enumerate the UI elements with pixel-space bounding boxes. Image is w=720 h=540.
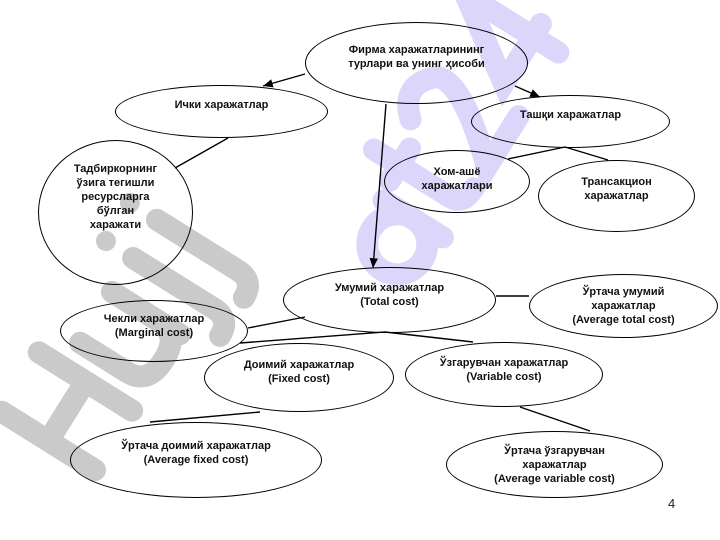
node-fixed: Доимий харажатлар (Fixed cost): [204, 343, 394, 412]
node-avg-variable-label: Ўртача ўзгарувчан харажатлар (Average va…: [494, 444, 615, 485]
node-marginal: Чекли харажатлар (Marginal cost): [60, 300, 248, 362]
node-variable: Ўзгарувчан харажатлар (Variable cost): [405, 342, 603, 407]
node-entrepreneur-label: Тадбиркорнинг ўзига тегишли ресурсларга …: [73, 162, 158, 231]
node-avg-total-label: Ўртача умумий харажатлар (Average total …: [572, 286, 675, 326]
node-entrepreneur: Тадбиркорнинг ўзига тегишли ресурсларга …: [38, 140, 193, 285]
node-internal-label: Ички харажатлар: [174, 98, 269, 111]
node-avg-fixed-label: Ўртача доимий харажатлар (Average fixed …: [121, 440, 271, 466]
node-external: Ташқи харажатлар: [471, 95, 670, 148]
line-total-variable: [384, 331, 474, 343]
line-total-fixed: [239, 331, 386, 344]
node-root: Фирма харажатларининг турлари ва унинг ҳ…: [305, 22, 528, 104]
node-raw-label: Хом-ашё харажатлари: [421, 165, 493, 192]
arrow-root-to-total: [369, 103, 387, 269]
node-avg-total: Ўртача умумий харажатлар (Average total …: [529, 274, 718, 338]
line-external-raw: [507, 146, 566, 160]
page-number: 4: [668, 496, 676, 511]
node-raw: Хом-ашё харажатлари: [384, 150, 530, 213]
node-transaction: Трансакцион харажатлар: [538, 160, 695, 232]
node-marginal-label: Чекли харажатлар (Marginal cost): [103, 313, 205, 339]
line-fixed-avgfixed: [149, 411, 261, 423]
node-variable-label: Ўзгарувчан харажатлар (Variable cost): [439, 356, 569, 383]
line-total-marginal: [247, 316, 306, 329]
line-variable-avgvariable: [519, 406, 591, 432]
node-total: Умумий харажатлар (Total cost): [283, 267, 496, 333]
node-root-label: Фирма харажатларининг турлари ва унинг ҳ…: [348, 44, 485, 70]
line-external-transaction: [564, 146, 609, 161]
node-transaction-label: Трансакцион харажатлар: [581, 176, 652, 202]
node-internal: Ички харажатлар: [115, 85, 328, 138]
arrow-root-to-external: [514, 85, 541, 98]
node-fixed-label: Доимий харажатлар (Fixed cost): [243, 358, 355, 385]
node-avg-variable: Ўртача ўзгарувчан харажатлар (Average va…: [446, 431, 663, 498]
line-internal-entrepreneur: [174, 137, 229, 169]
arrow-root-to-internal: [262, 73, 306, 88]
node-avg-fixed: Ўртача доимий харажатлар (Average fixed …: [70, 422, 322, 498]
node-external-label: Ташқи харажатлар: [519, 108, 622, 121]
node-total-label: Умумий харажатлар (Total cost): [334, 282, 445, 308]
